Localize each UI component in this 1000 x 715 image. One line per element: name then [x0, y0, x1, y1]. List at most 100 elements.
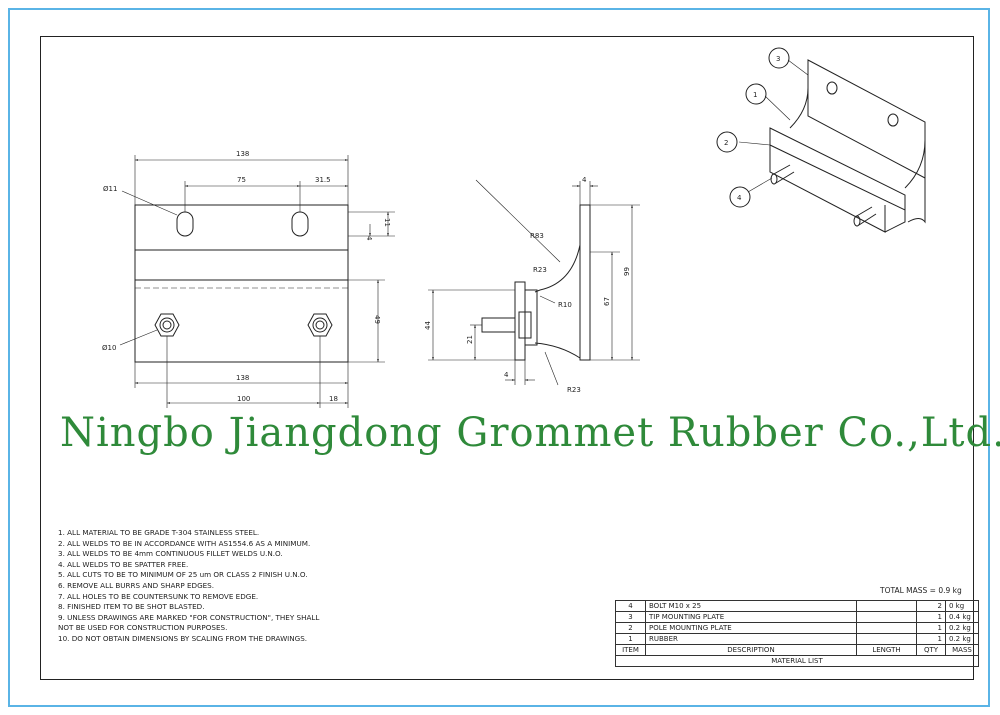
cell-mass: 0.4 kg: [945, 611, 979, 623]
side-pole-plate: [514, 281, 526, 361]
iso-slot-right: [887, 113, 899, 127]
dim-bolt-offset: 21: [466, 335, 474, 344]
dim-radius-large: R83: [530, 232, 544, 240]
side-bolt-shank: [481, 317, 516, 333]
cell-mass: 0.2 kg: [945, 633, 979, 645]
dim-width-bottom: 138: [236, 374, 249, 382]
cell-item: 2: [615, 622, 646, 634]
leader-balloon-4: [747, 177, 773, 193]
dim-slot-diameter: Ø11: [103, 185, 117, 193]
company-name-watermark: Ningbo Jiangdong Grommet Rubber Co.,Ltd.: [60, 410, 1000, 456]
dim-radius-small: R10: [558, 301, 572, 309]
dim-slot-height: 11: [383, 218, 391, 227]
cell-length: [856, 600, 917, 612]
note-line: 5. ALL CUTS TO BE TO MINIMUM OF 25 um OR…: [58, 570, 308, 580]
side-lower-fillet: [534, 342, 581, 359]
cell-description: POLE MOUNTING PLATE: [645, 622, 857, 634]
leader-balloon-3: [787, 59, 809, 76]
general-notes: 1. ALL MATERIAL TO BE GRADE T-304 STAINL…: [58, 528, 358, 645]
cell-qty: 1: [916, 622, 946, 634]
balloon-1-label: 1: [753, 91, 757, 99]
dim-plate-thickness-bottom: 4: [504, 371, 509, 379]
front-view-labels: 138 75 31.5 Ø11 11 4 49 Ø10 138 100 18: [102, 150, 391, 403]
cell-item: 4: [615, 600, 646, 612]
header-item: ITEM: [615, 644, 646, 656]
dim-plate-thickness-top: 4: [582, 176, 587, 184]
leader-slot: [121, 190, 178, 216]
material-list-table: 4 BOLT M10 x 25 2 0 kg 3 TIP MOUNTING PL…: [615, 600, 979, 667]
cell-length: [856, 622, 917, 634]
iso-lower-curve: [907, 178, 926, 224]
cell-item: 1: [615, 633, 646, 645]
note-line: 7. ALL HOLES TO BE COUNTERSUNK TO REMOVE…: [58, 591, 259, 601]
iso-bolt-right: [853, 206, 877, 227]
cell-qty: 1: [916, 633, 946, 645]
iso-pole-plate-side: [884, 210, 906, 233]
total-mass: TOTAL MASS = 0.9 kg: [880, 586, 962, 595]
dim-bolt-diameter: Ø10: [102, 344, 116, 352]
note-line: 8. FINISHED ITEM TO BE SHOT BLASTED.: [58, 602, 205, 612]
header-qty: QTY: [916, 644, 946, 656]
dim-bolt-spacing: 100: [237, 395, 250, 403]
note-line: 3. ALL WELDS TO BE 4mm CONTINUOUS FILLET…: [58, 549, 283, 559]
leader-r83: [475, 179, 561, 263]
leader-r23-lower: [544, 351, 559, 386]
dim-bolt-edge: 18: [329, 395, 338, 403]
table-row: 4 BOLT M10 x 25 2 0 kg: [615, 600, 979, 612]
drawing-border: [40, 36, 974, 680]
cell-qty: 1: [916, 611, 946, 623]
side-rubber: [524, 289, 538, 346]
leader-balloon-2: [738, 141, 771, 146]
dim-width-top: 138: [236, 150, 249, 158]
dim-mid-height: 67: [603, 297, 611, 306]
balloon-2: [716, 131, 738, 153]
balloon-3: [768, 47, 790, 69]
note-line: NOT BE USED FOR CONSTRUCTION PURPOSES.: [58, 623, 228, 633]
iso-rubber: [769, 127, 906, 211]
note-line: 2. ALL WELDS TO BE IN ACCORDANCE WITH AS…: [58, 538, 311, 548]
note-line: 4. ALL WELDS TO BE SPATTER FREE.: [58, 559, 189, 569]
iso-slot-left: [826, 81, 838, 95]
slot-left: [176, 211, 194, 237]
side-bolt-head: [518, 311, 532, 339]
dim-height: 49: [373, 315, 381, 324]
leader-balloon-1: [764, 95, 791, 121]
outer-border: [8, 8, 990, 707]
balloon-3-label: 3: [776, 55, 780, 63]
isometric-view: [716, 47, 926, 233]
isometric-labels: 3 1 2 4: [724, 55, 780, 202]
table-row: 2 POLE MOUNTING PLATE 1 0.2 kg: [615, 622, 979, 634]
cell-length: [856, 611, 917, 623]
table-row: 1 RUBBER 1 0.2 kg: [615, 633, 979, 645]
iso-tip-plate: [807, 59, 926, 179]
iso-bolt-left: [770, 164, 795, 185]
balloon-2-label: 2: [724, 139, 728, 147]
table-header-row: ITEM DESCRIPTION LENGTH QTY MASS: [615, 644, 979, 656]
bolt-head-right: [307, 313, 333, 337]
balloon-4: [729, 186, 751, 208]
front-view: [119, 155, 395, 408]
note-line: 6. REMOVE ALL BURRS AND SHARP EDGES.: [58, 580, 215, 590]
dim-radius-upper: R23: [533, 266, 547, 274]
cell-description: RUBBER: [645, 633, 857, 645]
note-line: 9. UNLESS DRAWINGS ARE MARKED "FOR CONST…: [58, 612, 320, 622]
balloon-4-label: 4: [737, 194, 742, 202]
dim-hole-spacing: 75: [237, 176, 246, 184]
cell-description: TIP MOUNTING PLATE: [645, 611, 857, 623]
iso-fillet-right: [904, 139, 926, 189]
front-plate-outline: [134, 204, 349, 363]
side-tip-plate: [579, 204, 591, 361]
note-line: 10. DO NOT OBTAIN DIMENSIONS BY SCALING …: [58, 633, 308, 643]
cell-qty: 2: [916, 600, 946, 612]
side-upper-fillet: [534, 244, 581, 293]
cell-item: 3: [615, 611, 646, 623]
header-description: DESCRIPTION: [645, 644, 857, 656]
leader-r10: [539, 295, 556, 304]
iso-fillet-left: [789, 87, 809, 129]
bolt-head-left: [154, 313, 180, 337]
balloon-1: [745, 83, 767, 105]
cell-length: [856, 633, 917, 645]
table-row: 3 TIP MOUNTING PLATE 1 0.4 kg: [615, 611, 979, 623]
header-mass: MASS: [945, 644, 979, 656]
